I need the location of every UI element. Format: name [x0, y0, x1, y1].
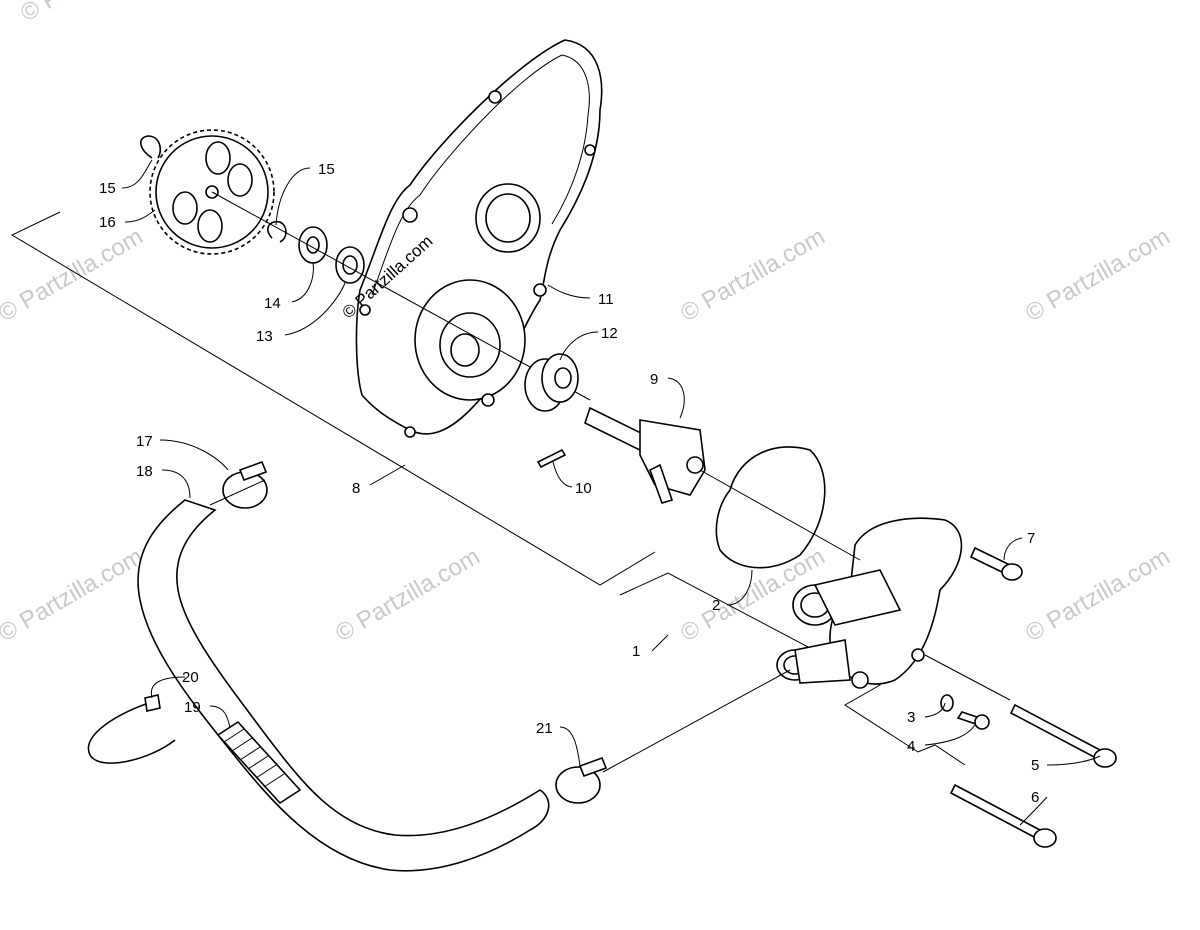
- callout-6: 6: [1031, 789, 1039, 806]
- callout-21: 21: [536, 720, 553, 737]
- bolt-part-6: [949, 783, 1057, 848]
- bolt-part-5: [1009, 703, 1117, 768]
- callout-14: 14: [264, 295, 281, 312]
- callout-2: 2: [712, 597, 720, 614]
- callout-10: 10: [575, 480, 592, 497]
- callout-16: 16: [99, 214, 116, 231]
- assembly-bracket-1: [619, 572, 966, 766]
- mechanical-seal-part-12: [524, 353, 579, 412]
- callout-11: 11: [598, 291, 614, 308]
- bolt-part-4: [956, 711, 990, 730]
- callout-12: 12: [601, 325, 618, 342]
- hose-clamp-part-17: [222, 460, 268, 509]
- callout-17: 17: [136, 433, 153, 450]
- snap-ring-part-15: [140, 135, 162, 159]
- callout-5: 5: [1031, 757, 1039, 774]
- callout-7: 7: [1027, 530, 1035, 547]
- hose-clamp-part-21: [555, 756, 608, 804]
- washer-part-14: [298, 226, 328, 264]
- oil-seal-part-13: [335, 246, 365, 284]
- callout-19: 19: [184, 699, 201, 716]
- bolt-part-7: [969, 546, 1023, 581]
- impeller-shaft-part-9: [584, 406, 706, 504]
- callout-18: 18: [136, 463, 153, 480]
- cable-tie-part-20: [87, 694, 176, 764]
- o-ring-part-2: [715, 446, 826, 569]
- gear-cover-part-11: [355, 39, 603, 438]
- leader-lines: [121, 159, 1101, 826]
- pin-part-10: [536, 448, 567, 469]
- callout-13: 13: [256, 328, 273, 345]
- callout-15-left: 15: [99, 180, 116, 197]
- callout-15-right: 15: [318, 161, 335, 178]
- pump-housing-part-1: [776, 517, 963, 689]
- snap-ring-part-15: [267, 220, 287, 243]
- callout-4: 4: [907, 738, 915, 755]
- callout-9: 9: [650, 371, 658, 388]
- callout-20: 20: [182, 669, 199, 686]
- callout-8: 8: [352, 480, 360, 497]
- callout-3: 3: [907, 709, 915, 726]
- callout-1: 1: [632, 643, 640, 660]
- hose-sleeve-part-19: [216, 720, 302, 805]
- assembly-bracket-8: [10, 211, 656, 586]
- coolant-hose-part-18: [137, 499, 550, 872]
